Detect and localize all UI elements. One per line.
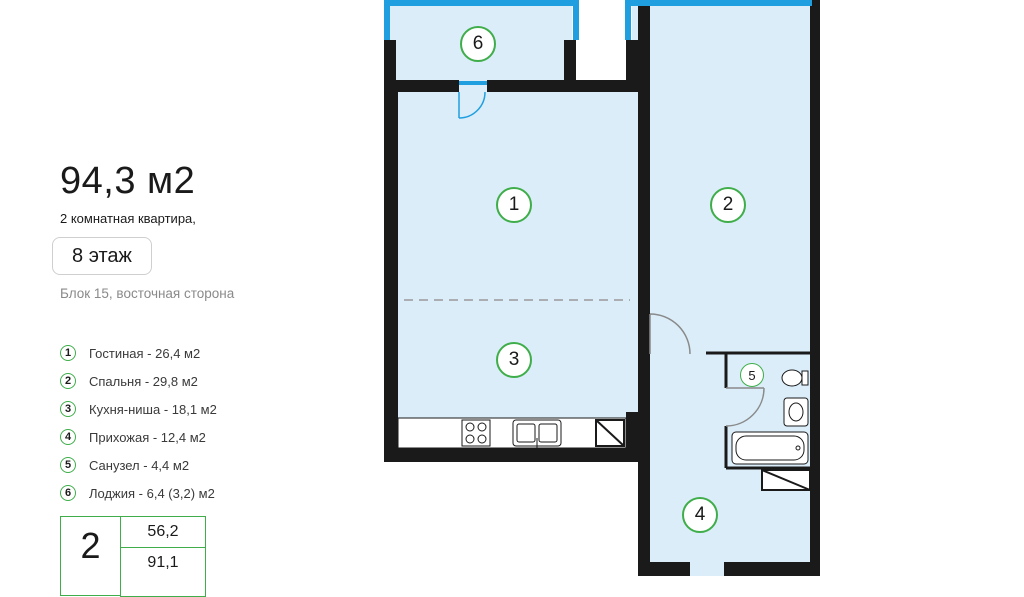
kitchen-counter [397, 417, 627, 449]
wall [384, 40, 396, 90]
window [625, 0, 812, 40]
room-fills [390, 5, 810, 576]
inner-doors [649, 313, 765, 427]
legend-item: 1 Гостиная - 26,4 м2 [60, 339, 217, 367]
legend-text: Спальня - 29,8 м2 [89, 373, 198, 389]
wall [638, 354, 650, 576]
vent-shaft-icon [761, 469, 811, 491]
door-swing-icon [725, 387, 765, 427]
room-label-3: 3 [496, 342, 532, 378]
stove-icon [461, 419, 491, 447]
window [384, 0, 579, 40]
wall [650, 562, 690, 576]
total-area-value: 91,1 [120, 547, 206, 597]
legend-text: Гостиная - 26,4 м2 [89, 345, 201, 361]
wall [487, 80, 638, 92]
floor-plan: 1 2 3 4 5 6 [360, 0, 860, 576]
hallway-fill [638, 354, 810, 576]
walls [384, 0, 820, 576]
legend-text: Прихожая - 12,4 м2 [89, 429, 206, 445]
washbasin-icon [783, 397, 809, 427]
room-label-2: 2 [710, 187, 746, 223]
room-legend: 1 Гостиная - 26,4 м2 2 Спальня - 29,8 м2 3… [60, 339, 217, 507]
block-info: Блок 15, восточная сторона [60, 286, 235, 301]
room-number-badge: 1 [60, 345, 76, 361]
living-area-value: 56,2 [120, 516, 206, 548]
wall [564, 40, 576, 92]
legend-text: Санузел - 4,4 м2 [89, 457, 190, 473]
legend-item: 2 Спальня - 29,8 м2 [60, 367, 217, 395]
bathroom-fixtures [731, 369, 809, 465]
total-area-title: 94,3 м2 [60, 160, 196, 202]
wall [384, 86, 398, 462]
doors [458, 91, 486, 119]
legend-item: 3 Кухня-ниша - 18,1 м2 [60, 395, 217, 423]
legend-item: 5 Санузел - 4,4 м2 [60, 451, 217, 479]
legend-item: 6 Лоджия - 6,4 (3,2) м2 [60, 479, 217, 507]
bathtub-icon [731, 431, 809, 465]
wall [724, 562, 810, 576]
legend-text: Кухня-ниша - 18,1 м2 [89, 401, 217, 417]
room-number-badge: 2 [60, 373, 76, 389]
apartment-type: 2 комнатная квартира, [60, 211, 196, 226]
wall [638, 0, 650, 370]
floor-plan-drawing [384, 0, 820, 576]
rooms-count: 2 [60, 516, 121, 596]
room-number-badge: 3 [60, 401, 76, 417]
bedroom-fill [632, 5, 810, 354]
legend-item: 4 Прихожая - 12,4 м2 [60, 423, 217, 451]
floor-badge: 8 этаж [52, 237, 152, 275]
apartment-info-panel: 94,3 м2 2 комнатная квартира, 8 этаж Бло… [0, 0, 360, 597]
windows [384, 0, 812, 85]
room-label-1: 1 [496, 187, 532, 223]
wall [384, 80, 459, 92]
sink-icon [512, 419, 562, 448]
wall [384, 448, 638, 462]
door-swing-icon [458, 91, 486, 119]
door-swing-icon [649, 313, 691, 355]
room-label-4: 4 [682, 497, 718, 533]
wall [626, 412, 638, 462]
wall [810, 0, 820, 576]
room-number-badge: 5 [60, 457, 76, 473]
room-label-5: 5 [740, 363, 764, 387]
room-number-badge: 6 [60, 485, 76, 501]
bathroom-partition [706, 351, 811, 491]
legend-text: Лоджия - 6,4 (3,2) м2 [89, 485, 215, 501]
counter [397, 417, 627, 449]
toilet-icon [781, 369, 809, 387]
room-number-badge: 4 [60, 429, 76, 445]
room-label-6: 6 [460, 26, 496, 62]
vent-shaft-icon [595, 419, 625, 447]
wall [626, 40, 638, 92]
